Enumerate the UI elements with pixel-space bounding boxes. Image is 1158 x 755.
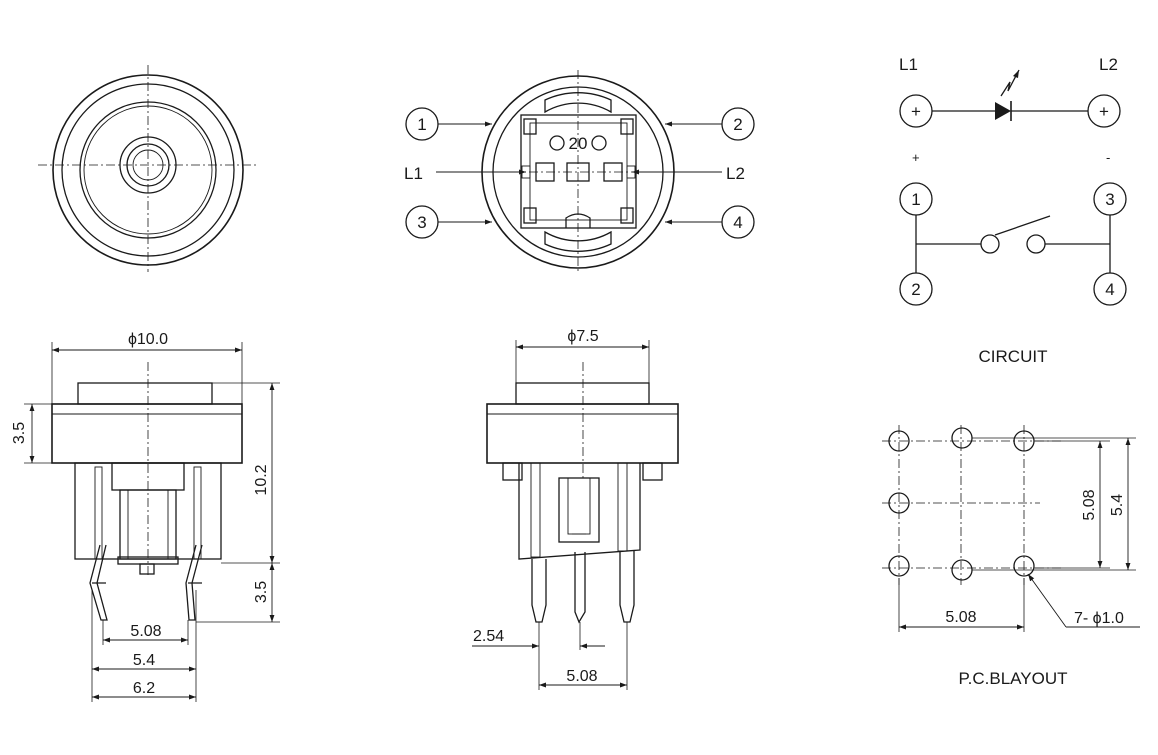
callout-pin-1: 1: [417, 115, 426, 134]
circuit-diagram: L1 L2 + + + - 1 2 3 4 CIRCUIT: [899, 55, 1127, 366]
circuit-l1-label: L1: [899, 55, 918, 74]
circuit-pin-1: 1: [911, 190, 920, 209]
circuit-plus: +: [912, 150, 920, 165]
side-view: ϕ10.0 3.5 10.2 3.5 5.08 5.4 6.2: [11, 331, 280, 702]
circuit-pin-2: 2: [911, 280, 920, 299]
dim-side-w2: 5.4: [133, 652, 155, 669]
pcb-dim-h: 5.08: [945, 609, 976, 626]
bottom-view: 20 1 2 3 4 L1 L2: [404, 70, 755, 274]
dim-side-diameter: ϕ10.0: [128, 331, 168, 348]
callout-pin-4: 4: [733, 213, 742, 232]
pcb-dim-v2: 5.4: [1109, 494, 1126, 516]
front-view: ϕ7.5 2.54 5.08: [472, 328, 679, 690]
circuit-pin-4: 4: [1105, 280, 1114, 299]
dim-side-pin: 3.5: [253, 581, 270, 603]
dim-front-diameter: ϕ7.5: [567, 328, 598, 345]
pcb-hole-note: 7- ϕ1.0: [1074, 610, 1124, 627]
dim-side-height: 10.2: [253, 464, 270, 495]
circuit-pin-3: 3: [1105, 190, 1114, 209]
dim-front-w1: 2.54: [473, 628, 504, 645]
circuit-title: CIRCUIT: [979, 347, 1048, 366]
callout-l1: L1: [404, 164, 423, 183]
dim-front-w2: 5.08: [566, 668, 597, 685]
pcb-title: P.C.BLAYOUT: [959, 669, 1068, 688]
callout-pin-2: 2: [733, 115, 742, 134]
dim-side-w3: 6.2: [133, 680, 155, 697]
circuit-l2-label: L2: [1099, 55, 1118, 74]
pcb-dim-v1: 5.08: [1081, 489, 1098, 520]
circuit-plus-symbol-right: +: [1099, 102, 1109, 121]
circuit-plus-symbol: +: [911, 102, 921, 121]
dim-side-cap: 3.5: [11, 422, 28, 444]
circuit-minus: -: [1106, 150, 1110, 165]
callout-l2: L2: [726, 164, 745, 183]
callout-pin-3: 3: [417, 213, 426, 232]
dim-side-w1: 5.08: [130, 623, 161, 640]
pcb-layout: 5.08 5.4 5.08 7- ϕ1.0 P.C.BLAYOUT: [882, 425, 1140, 688]
top-view: [38, 65, 258, 272]
